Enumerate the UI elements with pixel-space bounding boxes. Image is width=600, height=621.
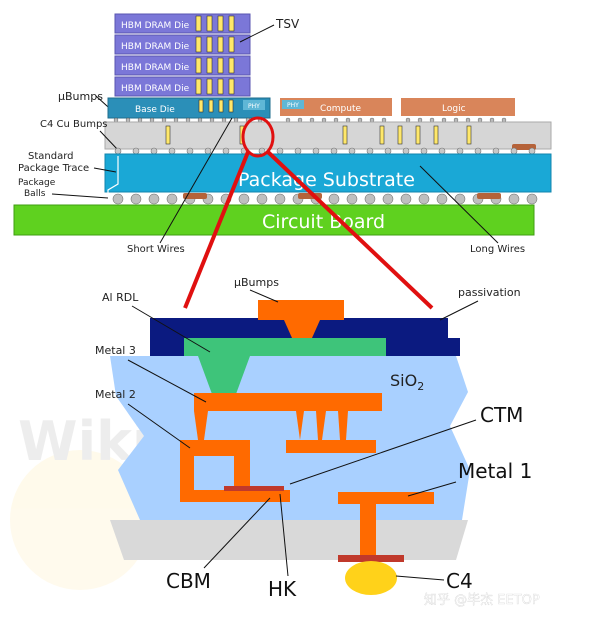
package-substrate <box>104 153 552 193</box>
ubump-row <box>113 117 507 123</box>
credit-watermark: 知乎 @毕杰 EETOP <box>424 592 540 608</box>
package-substrate-label: Package Substrate <box>238 169 415 191</box>
metal2-left-via <box>194 411 208 440</box>
hbm-die-4 <box>114 76 251 97</box>
hbm-die-1 <box>114 13 251 34</box>
base-die-phy <box>243 100 265 110</box>
hbm-die-3-label: HBM DRAM Die <box>121 63 190 73</box>
hbm-stack: HBM DRAM Die HBM DRAM Die HBM DRAM Die H… <box>114 13 251 97</box>
tsv-columns <box>195 15 235 95</box>
circuit-board <box>13 204 535 236</box>
passivation-left-step <box>150 338 186 356</box>
c4-label: C4 <box>446 569 473 593</box>
passivation-pointer <box>439 300 479 321</box>
zoom-callout-line-left <box>183 151 250 309</box>
al-rdl-pointer <box>131 305 211 353</box>
cbm-pointer <box>203 497 271 569</box>
package-balls-pointer <box>51 193 109 199</box>
cbm-label: CBM <box>166 569 211 593</box>
hk-label: HK <box>268 577 297 601</box>
hk-pointer <box>279 493 289 577</box>
tsv-pointer <box>239 24 275 43</box>
hbm-die-2-label: HBM DRAM Die <box>121 42 190 52</box>
base-die-tsvs <box>198 99 234 113</box>
ctm-pointer <box>289 419 477 485</box>
interposer <box>104 121 552 150</box>
base-die-phy-label: PHY <box>248 103 260 110</box>
metal2-left-leg-1 <box>180 456 194 492</box>
package-ball-row <box>112 193 538 205</box>
long-wires-label: Long Wires <box>470 244 525 255</box>
ubump-via <box>284 320 320 338</box>
silicon-substrate <box>110 520 468 560</box>
hbm-die-4-label: HBM DRAM Die <box>121 84 190 94</box>
metal2-left-bar <box>180 440 250 456</box>
c4-cu-bumps-label: C4 Cu Bumps <box>40 119 108 130</box>
metal2-right-bar <box>286 440 376 453</box>
metal1-label: Metal 1 <box>458 459 532 483</box>
ubumps-top-label: µBumps <box>58 90 103 103</box>
detail-ubumps-label: µBumps <box>234 276 279 289</box>
long-wires-pointer <box>419 165 499 244</box>
metal3-vias <box>296 411 348 440</box>
hbm-die-3 <box>114 55 251 76</box>
c4-ball <box>345 561 397 595</box>
ubump-pad-top <box>258 300 344 320</box>
logic-label: Logic <box>442 104 466 114</box>
metal1-left-bar <box>180 490 290 502</box>
zoom-callout-ellipse <box>241 116 275 158</box>
package-balls-label-2: Balls <box>24 189 46 199</box>
logic-die <box>401 98 515 116</box>
al-rdl-label: Al RDL <box>102 291 139 304</box>
metal1-pointer <box>407 481 457 497</box>
tsv-label: TSV <box>275 17 300 31</box>
substrate-pad-3 <box>477 193 501 199</box>
detail-ubumps-pointer <box>249 289 279 303</box>
metal1-right-stem <box>360 504 376 556</box>
metal2-label: Metal 2 <box>95 388 136 401</box>
substrate-pad-1 <box>183 193 207 199</box>
metal2-pointer <box>127 403 191 449</box>
base-die-label: Base Die <box>135 105 175 115</box>
hbm-die-1-label: HBM DRAM Die <box>121 21 190 31</box>
passivation-label: passivation <box>458 286 521 299</box>
circuit-board-label: Circuit Board <box>262 211 385 233</box>
zoom-callout-line-right <box>266 150 434 310</box>
compute-die <box>280 98 392 116</box>
sio2-label: SiO2 <box>390 371 424 393</box>
short-wires-label: Short Wires <box>127 244 185 255</box>
hbm-die-2 <box>114 34 251 55</box>
standard-package-trace-label-2: Package Trace <box>18 163 89 174</box>
metal3-pointer <box>127 359 207 403</box>
package-balls-label-1: Package <box>18 178 56 188</box>
c4-cu-bumps-pointer <box>99 130 119 151</box>
c4-pointer <box>395 575 445 581</box>
compute-phy-label: PHY <box>287 102 299 109</box>
standard-package-trace-pointer <box>93 167 117 173</box>
c4-pad <box>338 555 404 562</box>
short-wires-pointer <box>159 117 233 244</box>
compute-phy <box>282 100 304 109</box>
hk-layer <box>224 486 284 491</box>
passivation-right-step <box>386 338 460 356</box>
ctm-label: CTM <box>480 403 523 427</box>
standard-package-trace <box>107 156 119 196</box>
metal3-bar <box>194 393 382 411</box>
compute-label: Compute <box>320 104 362 114</box>
metal3-label: Metal 3 <box>95 344 136 357</box>
metal1-right-bar <box>338 492 434 504</box>
al-rdl <box>184 338 386 394</box>
metal2-left-leg-2 <box>234 456 250 486</box>
standard-package-trace-label-1: Standard <box>28 151 74 162</box>
